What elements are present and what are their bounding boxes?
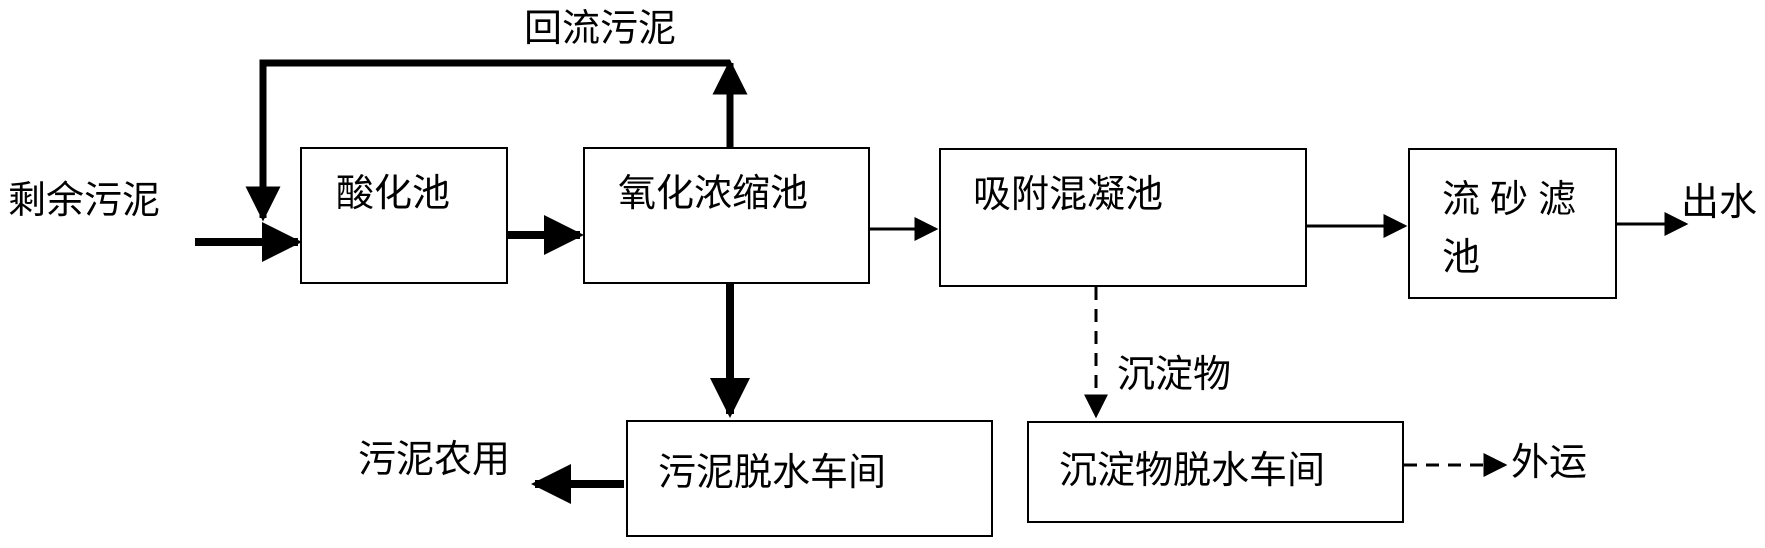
sediment-dewatering-workshop-label: 沉淀物脱水车间	[1059, 448, 1326, 492]
transport-out-label: 外运	[1511, 440, 1588, 484]
return-sludge-label: 回流污泥	[524, 6, 677, 50]
adsorption-coagulation-tank-label: 吸附混凝池	[973, 172, 1164, 216]
agricultural-use-label: 污泥农用	[358, 437, 511, 481]
sludge-dewatering-workshop-box: 污泥脱水车间	[626, 420, 993, 537]
effluent-label: 出水	[1681, 180, 1758, 224]
sludge-dewatering-workshop-label: 污泥脱水车间	[658, 450, 887, 494]
sand-filter-label: 流砂滤池	[1442, 177, 1587, 279]
sediment-dewatering-workshop-box: 沉淀物脱水车间	[1027, 421, 1404, 523]
adsorption-coagulation-tank-box: 吸附混凝池	[939, 148, 1307, 287]
oxidation-thickening-tank-label: 氧化浓缩池	[618, 171, 809, 215]
oxidation-thickening-tank-box: 氧化浓缩池	[583, 147, 870, 284]
acidification-tank-label: 酸化池	[336, 171, 451, 215]
sand-filter-box: 流砂滤池	[1408, 148, 1617, 299]
return-sludge-line	[245, 59, 730, 222]
excess-sludge-label: 剩余污泥	[8, 178, 161, 222]
sediment-label: 沉淀物	[1117, 352, 1232, 396]
acidification-tank-box: 酸化池	[300, 147, 508, 284]
